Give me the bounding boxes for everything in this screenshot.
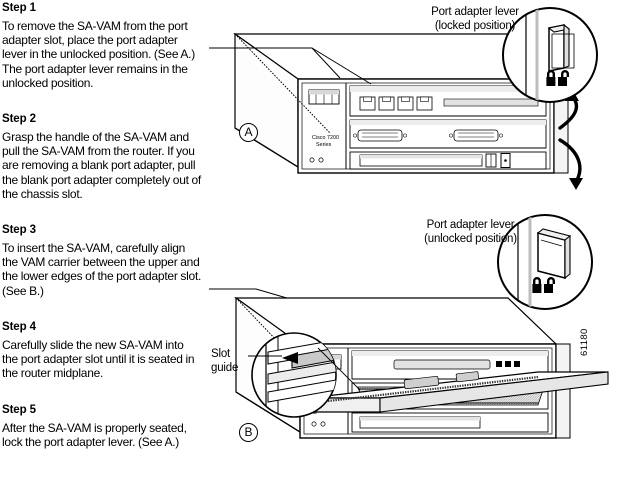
step-heading-5: Step 5 bbox=[2, 404, 36, 416]
step-heading-4: Step 4 bbox=[2, 321, 36, 333]
callout-lever-unlocked: Port adapter lever (unlocked position) bbox=[393, 219, 548, 246]
step-body-3: To insert the SA-VAM, carefully align th… bbox=[2, 241, 202, 298]
callout-slot-guide: Slot guide bbox=[211, 348, 257, 375]
detail-circle-unlocked bbox=[497, 214, 593, 310]
step-block-5: Step 5 After the SA-VAM is properly seat… bbox=[2, 404, 202, 449]
padlock-open-icon bbox=[558, 70, 569, 86]
padlock-open-icon bbox=[544, 277, 555, 293]
step-block-3: Step 3 To insert the SA-VAM, carefully a… bbox=[2, 224, 202, 298]
figure-illustration: Cisco 7200 Series bbox=[208, 0, 626, 501]
vam-chip bbox=[455, 371, 479, 383]
card-tip-in-guide bbox=[291, 347, 336, 369]
instructions-column: Step 1 To remove the SA-VAM from the por… bbox=[0, 0, 208, 501]
sa-vam-module-top-view bbox=[349, 151, 547, 170]
chassis-brand-line1: Cisco 7200 bbox=[312, 135, 339, 141]
step-body-2: Grasp the handle of the SA-VAM and pull … bbox=[2, 130, 201, 201]
db-connector bbox=[453, 129, 499, 142]
status-led bbox=[311, 421, 317, 427]
rj45-jack-group bbox=[359, 96, 433, 111]
leader-line-locked bbox=[209, 47, 341, 79]
arrow-to-unlocked-detail bbox=[558, 138, 583, 190]
step-heading-1: Step 1 bbox=[2, 2, 36, 14]
top-router-assembly: Cisco 7200 Series bbox=[233, 32, 583, 190]
step-block-1: Step 1 To remove the SA-VAM from the por… bbox=[2, 2, 202, 90]
padlock-closed-icon bbox=[532, 277, 542, 293]
bottom-router-assembly: Cisco 7200 Series bbox=[234, 296, 609, 439]
vam-edge-connector bbox=[327, 375, 539, 403]
leader-line-a bbox=[234, 33, 331, 134]
callout-slot-guide-line2: guide bbox=[211, 361, 239, 374]
status-led bbox=[318, 157, 324, 163]
detail-circle-locked bbox=[502, 7, 598, 103]
step-block-2: Step 2 Grasp the handle of the SA-VAM an… bbox=[2, 113, 202, 201]
padlock-closed-icon bbox=[546, 70, 556, 86]
vam-chip bbox=[403, 375, 439, 390]
step-body-4: Carefully slide the new SA-VAM into the … bbox=[2, 338, 195, 381]
callout-slot-guide-line1: Slot bbox=[211, 348, 231, 360]
sa-vam-card-side bbox=[379, 371, 609, 413]
status-led bbox=[309, 157, 315, 163]
detail-circle-slot-guide bbox=[251, 332, 337, 418]
port-adapter-middle bbox=[349, 119, 547, 149]
callout-lever-unlocked-line2: (unlocked position) bbox=[424, 232, 517, 245]
chassis-right-rail-lower bbox=[555, 343, 571, 439]
insert-direction-arrow bbox=[282, 352, 298, 364]
step-heading-2: Step 2 bbox=[2, 113, 36, 125]
db-connector bbox=[357, 129, 403, 142]
leader-line-slot-to-chassis bbox=[317, 347, 361, 391]
sa-vam-card-inserting bbox=[307, 371, 609, 414]
status-led bbox=[320, 421, 326, 427]
step-body-5: After the SA-VAM is properly seated, loc… bbox=[2, 421, 187, 450]
step-heading-3: Step 3 bbox=[2, 224, 36, 236]
figure-id-number: 61180 bbox=[579, 328, 590, 356]
step-block-4: Step 4 Carefully slide the new SA-VAM in… bbox=[2, 321, 202, 381]
chassis-brand-line2: Series bbox=[316, 142, 332, 148]
callout-lever-locked: Port adapter lever (locked position) bbox=[400, 6, 550, 33]
callout-lever-locked-line1: Port adapter lever bbox=[431, 6, 519, 18]
router-line-art: Cisco 7200 Series bbox=[209, 7, 609, 439]
callout-lever-unlocked-line1: Port adapter lever bbox=[426, 219, 515, 231]
callout-lever-locked-line2: (locked position) bbox=[434, 19, 516, 32]
port-adapter-upper bbox=[349, 85, 547, 117]
step-body-1: To remove the SA-VAM from the port adapt… bbox=[2, 19, 195, 90]
panel-label-b: B bbox=[239, 423, 258, 442]
panel-label-a: A bbox=[239, 123, 258, 142]
